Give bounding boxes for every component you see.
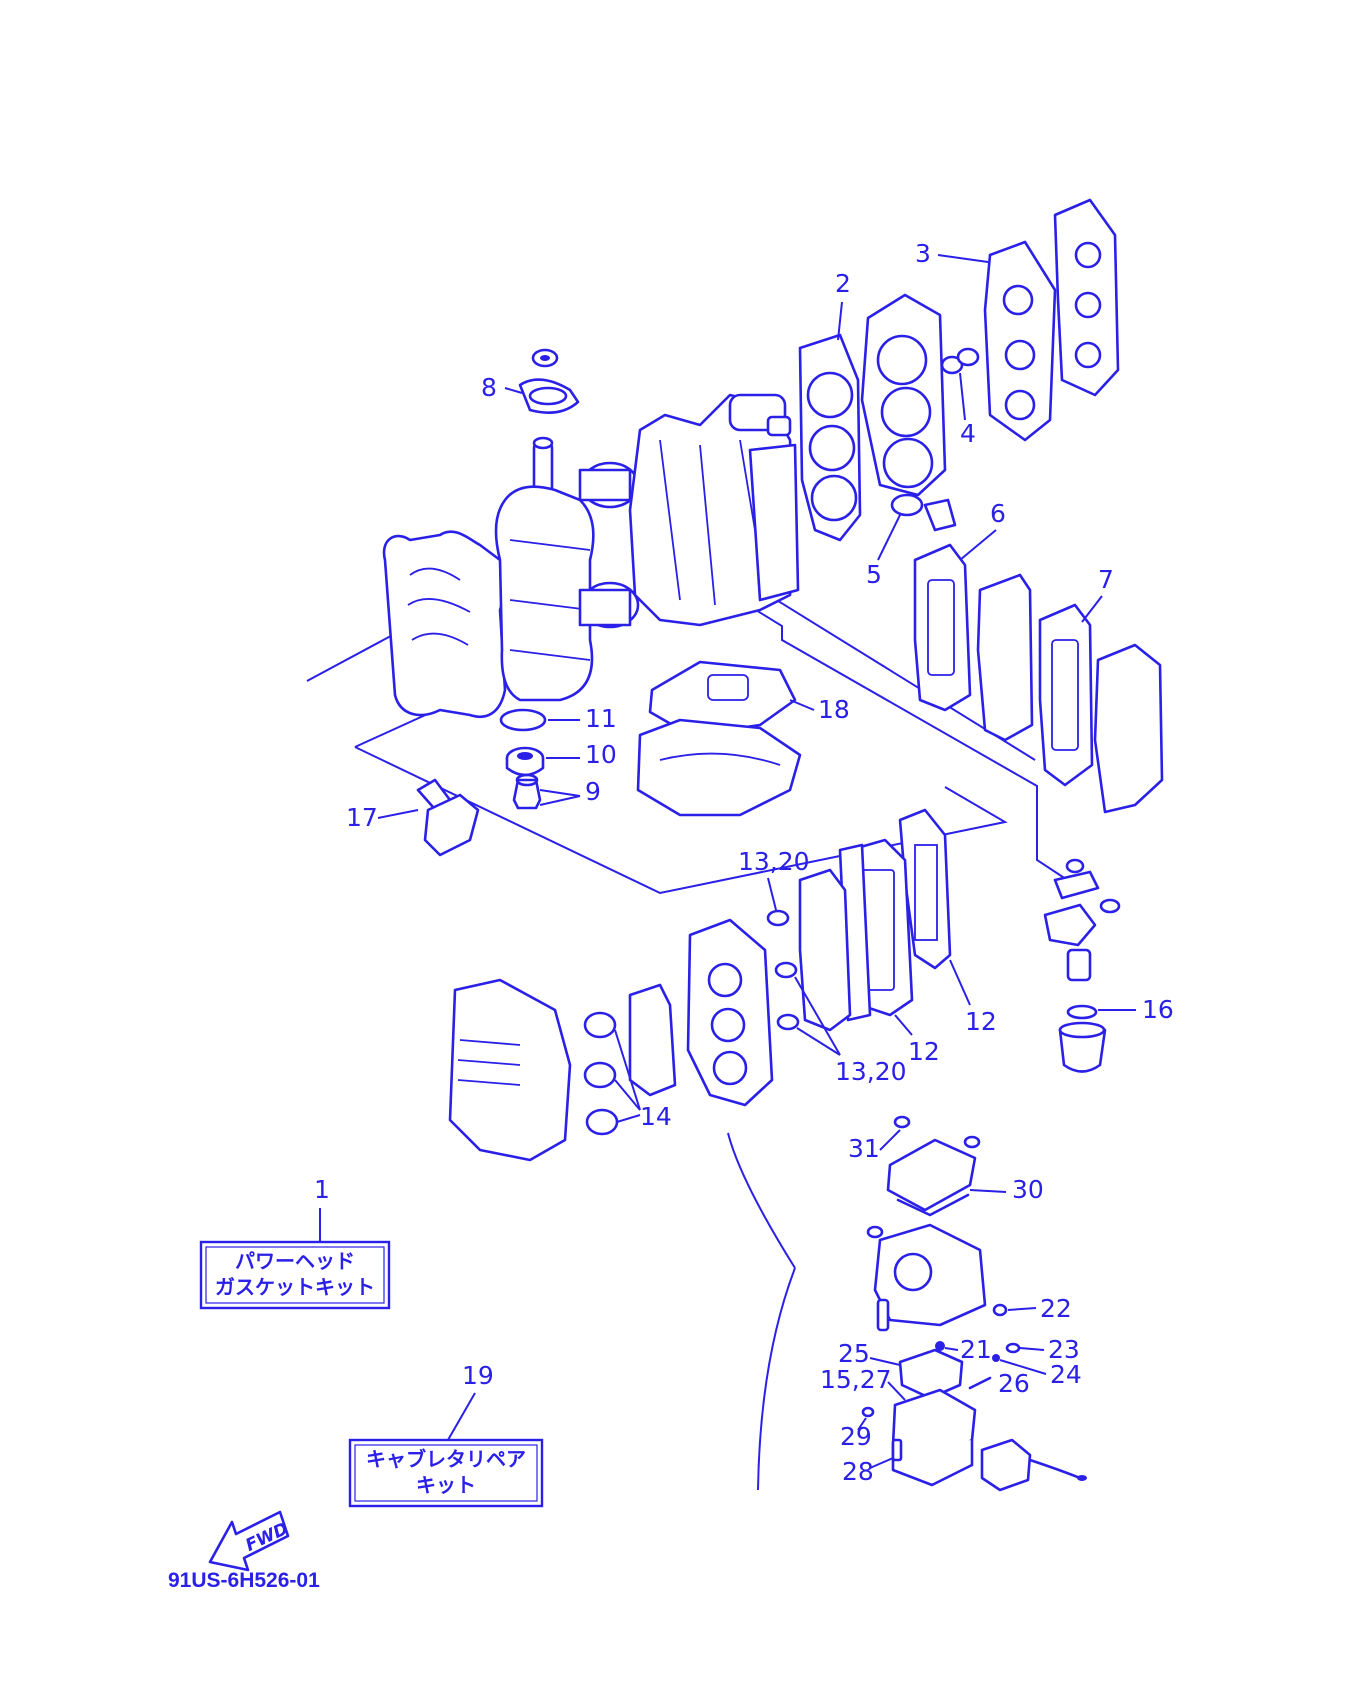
part-5-gasket: [890, 493, 957, 532]
crankcase-half: [382, 530, 508, 719]
part-10-oil-seal: [505, 746, 545, 777]
power-head-gasket-kit-line2: ガスケットキット: [215, 1275, 375, 1299]
intake-silencer: [448, 978, 572, 1162]
part-29-screw: [861, 1406, 875, 1418]
callout-13b: 13,20: [835, 1057, 907, 1086]
head-cover: [1053, 198, 1120, 397]
part-16-o-ring: [1066, 1004, 1098, 1020]
callout-18: 18: [818, 695, 850, 724]
callout-29: 29: [840, 1422, 872, 1451]
carburetor-repair-kit-line1: キャブレタリペア: [366, 1447, 526, 1471]
fwd-arrow-icon: FWD: [208, 1510, 291, 1572]
callout-14: 14: [640, 1102, 672, 1131]
choke-solenoid: [980, 1438, 1087, 1492]
callout-17: 17: [346, 803, 378, 832]
callout-8: 8: [481, 373, 497, 402]
callout-24: 24: [1050, 1360, 1082, 1389]
callout-28: 28: [842, 1457, 874, 1486]
callout-11: 11: [585, 704, 617, 733]
part-13-gasket-top: [766, 909, 790, 927]
power-head-gasket-kit-line1: パワーヘッド: [235, 1249, 355, 1273]
callout-31: 31: [848, 1134, 880, 1163]
carburetor-repair-kit-line2: キット: [416, 1473, 476, 1497]
callout-7: 7: [1098, 565, 1114, 594]
part-28-drain-screw: [891, 1438, 903, 1462]
part-2-head-gasket: [798, 333, 862, 542]
power-head-gasket-kit-label: [199, 1240, 391, 1310]
part-9-bearing: [512, 773, 542, 810]
part-31-screw: [893, 1115, 981, 1149]
thermostat-assembly: [1043, 858, 1121, 982]
part-13-gasket-lower: [774, 961, 800, 1031]
intake-gasket-left: [628, 983, 677, 1097]
part-22-jet: [992, 1303, 1008, 1317]
callout-30: 30: [1012, 1175, 1044, 1204]
callout-12a: 12: [965, 1007, 997, 1036]
callout-23: 23: [1048, 1335, 1080, 1364]
callout-4: 4: [960, 419, 976, 448]
callout-9: 9: [585, 777, 601, 806]
callout-1: 1: [314, 1175, 330, 1204]
part-21-needle: [935, 1341, 945, 1351]
lower-casing: [636, 718, 802, 817]
intake-gasket-mid: [798, 868, 852, 1032]
carburetor-repair-kit-label: [348, 1438, 544, 1508]
callout-22: 22: [1040, 1294, 1072, 1323]
part-25-float: [898, 1348, 964, 1400]
callout-16: 16: [1142, 995, 1174, 1024]
part-18-base-gasket: [648, 660, 797, 737]
callout-12b: 12: [908, 1037, 940, 1066]
callout-21: 21: [960, 1335, 992, 1364]
part-17-gasket: [416, 778, 480, 857]
callout-3: 3: [915, 239, 931, 268]
part-11-o-ring: [499, 708, 547, 732]
thermostat-housing-cup: [1058, 1021, 1107, 1073]
part-23-screw: [1005, 1342, 1021, 1354]
part-3-head-cover-gasket: [983, 240, 1057, 442]
callout-25: 25: [838, 1339, 870, 1368]
callout-5: 5: [866, 560, 882, 589]
callout-13a: 13,20: [738, 847, 810, 876]
part-8-seal-gasket: [518, 348, 580, 414]
exhaust-cover: [1093, 643, 1164, 814]
crankshaft: [494, 436, 640, 702]
cylinder-head: [860, 293, 947, 497]
part-4-plug: [940, 347, 980, 375]
cylinder-block: [628, 393, 800, 627]
callout-19: 19: [462, 1361, 494, 1390]
part-15-float-chamber: [891, 1388, 977, 1487]
carburetor-body: [866, 1223, 987, 1332]
part-30-fuel-pump: [886, 1138, 977, 1217]
intake-manifold: [686, 918, 774, 1107]
part-6-exhaust-gasket: [913, 543, 1034, 742]
part-24-spring: [992, 1354, 1000, 1362]
callout-10: 10: [585, 740, 617, 769]
part-14-gaskets: [583, 1011, 619, 1136]
drawing-code: 91US-6H526-01: [168, 1569, 320, 1592]
callout-6: 6: [990, 499, 1006, 528]
part-26-pin: [968, 1376, 992, 1390]
part-7-cover-gasket: [1038, 603, 1094, 787]
callout-15: 15,27: [820, 1365, 892, 1394]
callout-2: 2: [835, 269, 851, 298]
callout-26: 26: [998, 1369, 1030, 1398]
